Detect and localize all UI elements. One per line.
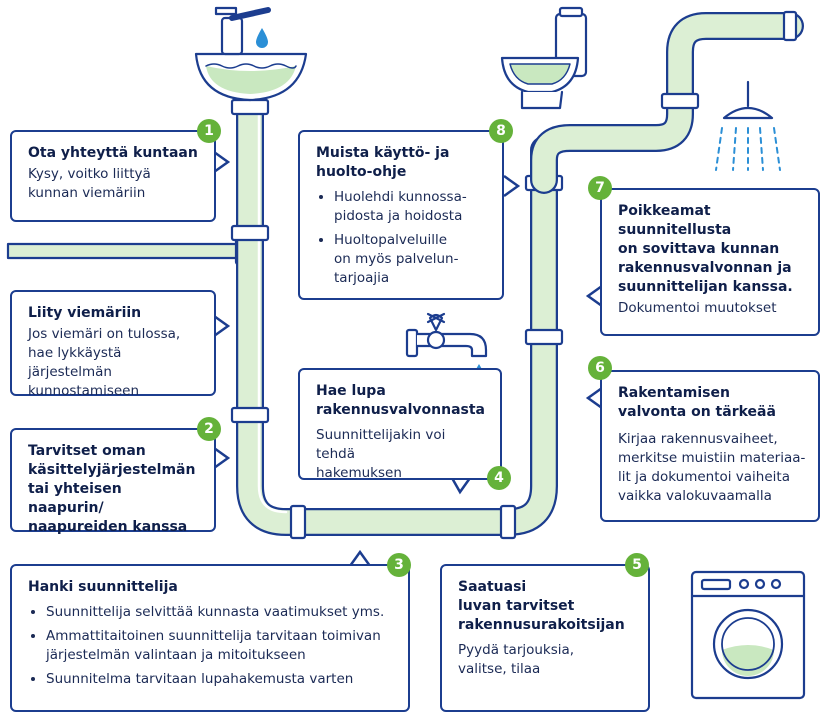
- step-5-callout: Saatuasi luvan tarvitset rakennusurakoit…: [440, 564, 650, 712]
- step-1-description: Kysy, voitko liittyä kunnan viemäriin: [28, 166, 151, 201]
- callout-tail-4: [450, 477, 472, 495]
- side-pipe: [6, 236, 252, 266]
- step-2-callout: Tarvitset oman käsittelyjärjestelmän tai…: [10, 428, 216, 535]
- vent-pipe: [530, 10, 804, 194]
- main-pipe: [230, 94, 564, 540]
- callout-tail-2: [213, 446, 231, 470]
- step-2-badge: 2: [197, 417, 221, 441]
- connect-sewer-callout: Liity viemäriin Jos viemäri on tulossa, …: [10, 290, 216, 399]
- step-3-bullet: Suunnitelma tarvitaan lupahakemusta vart…: [46, 670, 396, 689]
- step-2-title: Tarvitset oman käsittelyjärjestelmän tai…: [28, 443, 196, 535]
- step-7-description: Dokumentoi muutokset: [618, 300, 777, 316]
- step-7-callout: Poikkeamat suunnitellusta on sovittava k…: [600, 188, 820, 336]
- step-1-title: Ota yhteyttä kuntaan: [28, 145, 198, 161]
- step-7-title: Poikkeamat suunnitellusta on sovittava k…: [618, 203, 793, 295]
- step-8-bullets: Huolehdi kunnossa-pidosta ja hoidosta Hu…: [316, 188, 490, 288]
- step-4-title: Hae lupa rakennusvalvonnasta: [316, 383, 485, 418]
- callout-tail-6: [585, 386, 603, 410]
- toilet-icon: [500, 6, 588, 110]
- step-5-title: Saatuasi luvan tarvitset rakennusurakoit…: [458, 579, 625, 633]
- step-5-badge: 5: [625, 553, 649, 577]
- step-6-title: Rakentamisen valvonta on tärkeää: [618, 385, 776, 420]
- step-5-description: Pyydä tarjouksia, valitse, tilaa: [458, 642, 575, 677]
- step-8-title: Muista käyttö- ja huolto-ohje: [316, 145, 450, 180]
- step-3-bullet: Suunnittelija selvittää kunnasta vaatimu…: [46, 603, 396, 622]
- step-4-badge: 4: [487, 466, 511, 490]
- connect-sewer-title: Liity viemäriin: [28, 305, 142, 321]
- step-3-badge: 3: [387, 553, 411, 577]
- step-1-callout: Ota yhteyttä kuntaan Kysy, voitko liitty…: [10, 130, 216, 222]
- washing-machine-icon: [690, 570, 806, 700]
- step-6-callout: Rakentamisen valvonta on tärkeää Kirjaa …: [600, 370, 820, 522]
- callout-tail-1: [213, 150, 231, 174]
- step-8-callout: Muista käyttö- ja huolto-ohje Huolehdi k…: [298, 130, 504, 300]
- step-3-callout: Hanki suunnittelija Suunnittelija selvit…: [10, 564, 410, 712]
- step-8-badge: 8: [489, 119, 513, 143]
- sink-icon: [194, 6, 308, 102]
- step-4-description: Suunnittelijakin voi tehdä hakemuksen: [316, 427, 446, 481]
- step-6-description: Kirjaa rakennusvaiheet, merkitse muistii…: [618, 431, 806, 504]
- callout-tail-7: [585, 284, 603, 308]
- step-3-bullets: Suunnittelija selvittää kunnasta vaatimu…: [28, 603, 396, 689]
- connect-sewer-description: Jos viemäri on tulossa, hae lykkäystä jä…: [28, 326, 181, 399]
- step-3-title: Hanki suunnittelija: [28, 579, 178, 595]
- step-1-badge: 1: [197, 119, 221, 143]
- callout-tail-8: [503, 174, 521, 198]
- callout-tail-3: [348, 549, 372, 567]
- callout-tail-liity: [213, 314, 231, 338]
- step-3-bullet: Ammattitaitoinen suunnittelija tarvitaan…: [46, 627, 396, 665]
- step-4-callout: Hae lupa rakennusvalvonnasta Suunnitteli…: [298, 368, 502, 481]
- shower-icon: [715, 80, 781, 171]
- step-6-badge: 6: [588, 356, 612, 380]
- step-8-bullet: Huolehdi kunnossa-pidosta ja hoidosta: [334, 188, 490, 226]
- step-7-badge: 7: [588, 176, 612, 200]
